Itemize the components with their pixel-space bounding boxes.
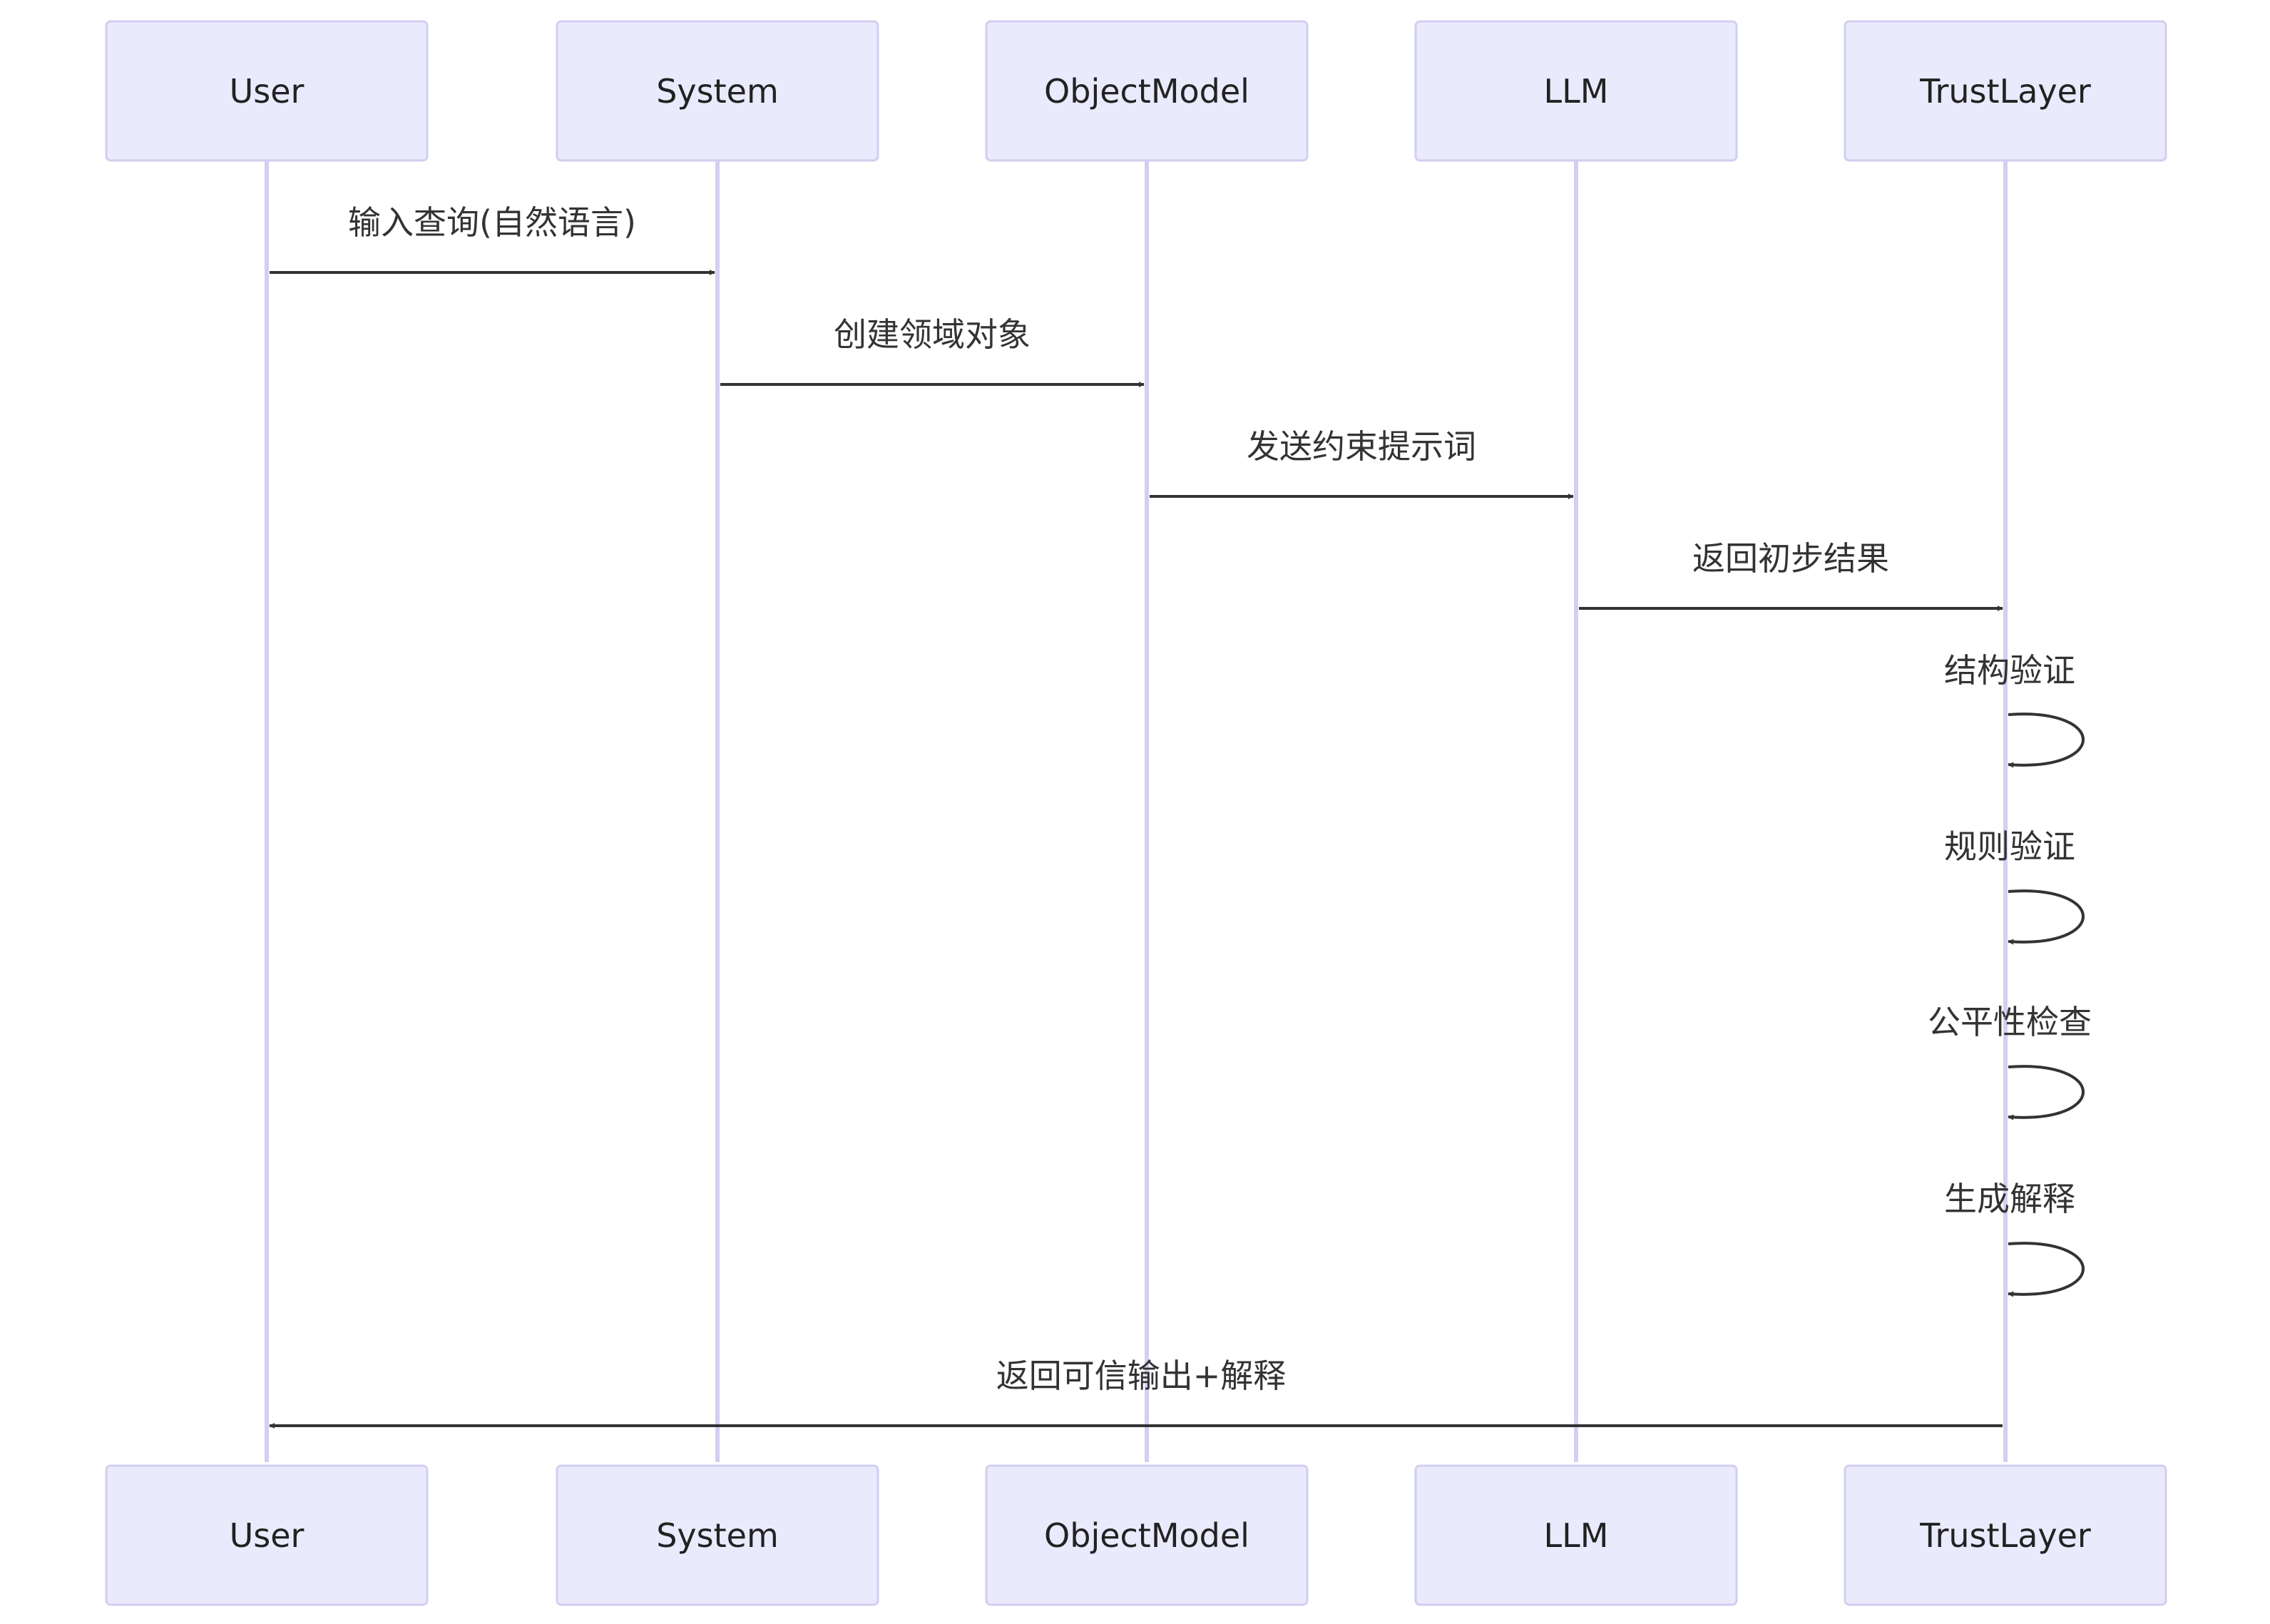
actor-top-system-label: System [656,72,779,111]
actor-bottom-system-label: System [656,1516,779,1555]
message-4: 返回初步结果 [1579,539,2003,611]
actor-bottom-user: User [105,1464,429,1606]
actor-top-user-label: User [230,72,305,111]
actor-bottom-llm-label: LLM [1544,1516,1609,1555]
message-5-self: 结构验证 [1944,651,2085,768]
message-2: 创建领域对象 [720,315,1145,387]
actor-top-user: User [105,20,429,162]
actor-top-trustlayer: TrustLayer [1844,20,2167,162]
message-6-label: 规则验证 [1944,827,2075,866]
message-1: 输入查询(自然语言) [270,203,715,275]
actor-bottom-trustlayer-label: TrustLayer [1919,1516,2091,1555]
message-8-self: 生成解释 [1944,1180,2085,1297]
actor-top-llm-label: LLM [1544,72,1609,111]
message-7-arrow [2008,1065,2085,1120]
message-2-label: 创建领域对象 [834,315,1031,354]
actor-bottom-user-label: User [230,1516,305,1555]
actor-top-llm: LLM [1414,20,1738,162]
message-9: 返回可信输出+解释 [269,1357,2003,1429]
actor-bottom-system: System [556,1464,879,1606]
message-6-self: 规则验证 [1944,827,2085,945]
message-8-label: 生成解释 [1944,1180,2075,1218]
message-5-arrow [2008,713,2085,768]
message-9-label: 返回可信输出+解释 [996,1357,1287,1395]
message-8-arrow [2008,1242,2085,1297]
message-5-label: 结构验证 [1944,651,2075,690]
message-4-label: 返回初步结果 [1692,539,1889,578]
actor-top-objectmodel: ObjectModel [985,20,1309,162]
actor-bottom-llm: LLM [1414,1464,1738,1606]
message-7-self: 公平性检查 [1928,1003,2092,1120]
message-1-label: 输入查询(自然语言) [348,203,636,242]
message-7-label: 公平性检查 [1928,1003,2092,1041]
actor-top-trustlayer-label: TrustLayer [1919,72,2091,111]
actor-bottom-objectmodel-label: ObjectModel [1044,1516,1249,1555]
actor-bottom-trustlayer: TrustLayer [1844,1464,2167,1606]
actor-top-system: System [556,20,879,162]
message-3-label: 发送约束提示词 [1247,427,1476,466]
message-3: 发送约束提示词 [1150,427,1574,499]
actor-top-objectmodel-label: ObjectModel [1044,72,1249,111]
message-6-arrow [2008,889,2085,945]
actor-bottom-objectmodel: ObjectModel [985,1464,1309,1606]
